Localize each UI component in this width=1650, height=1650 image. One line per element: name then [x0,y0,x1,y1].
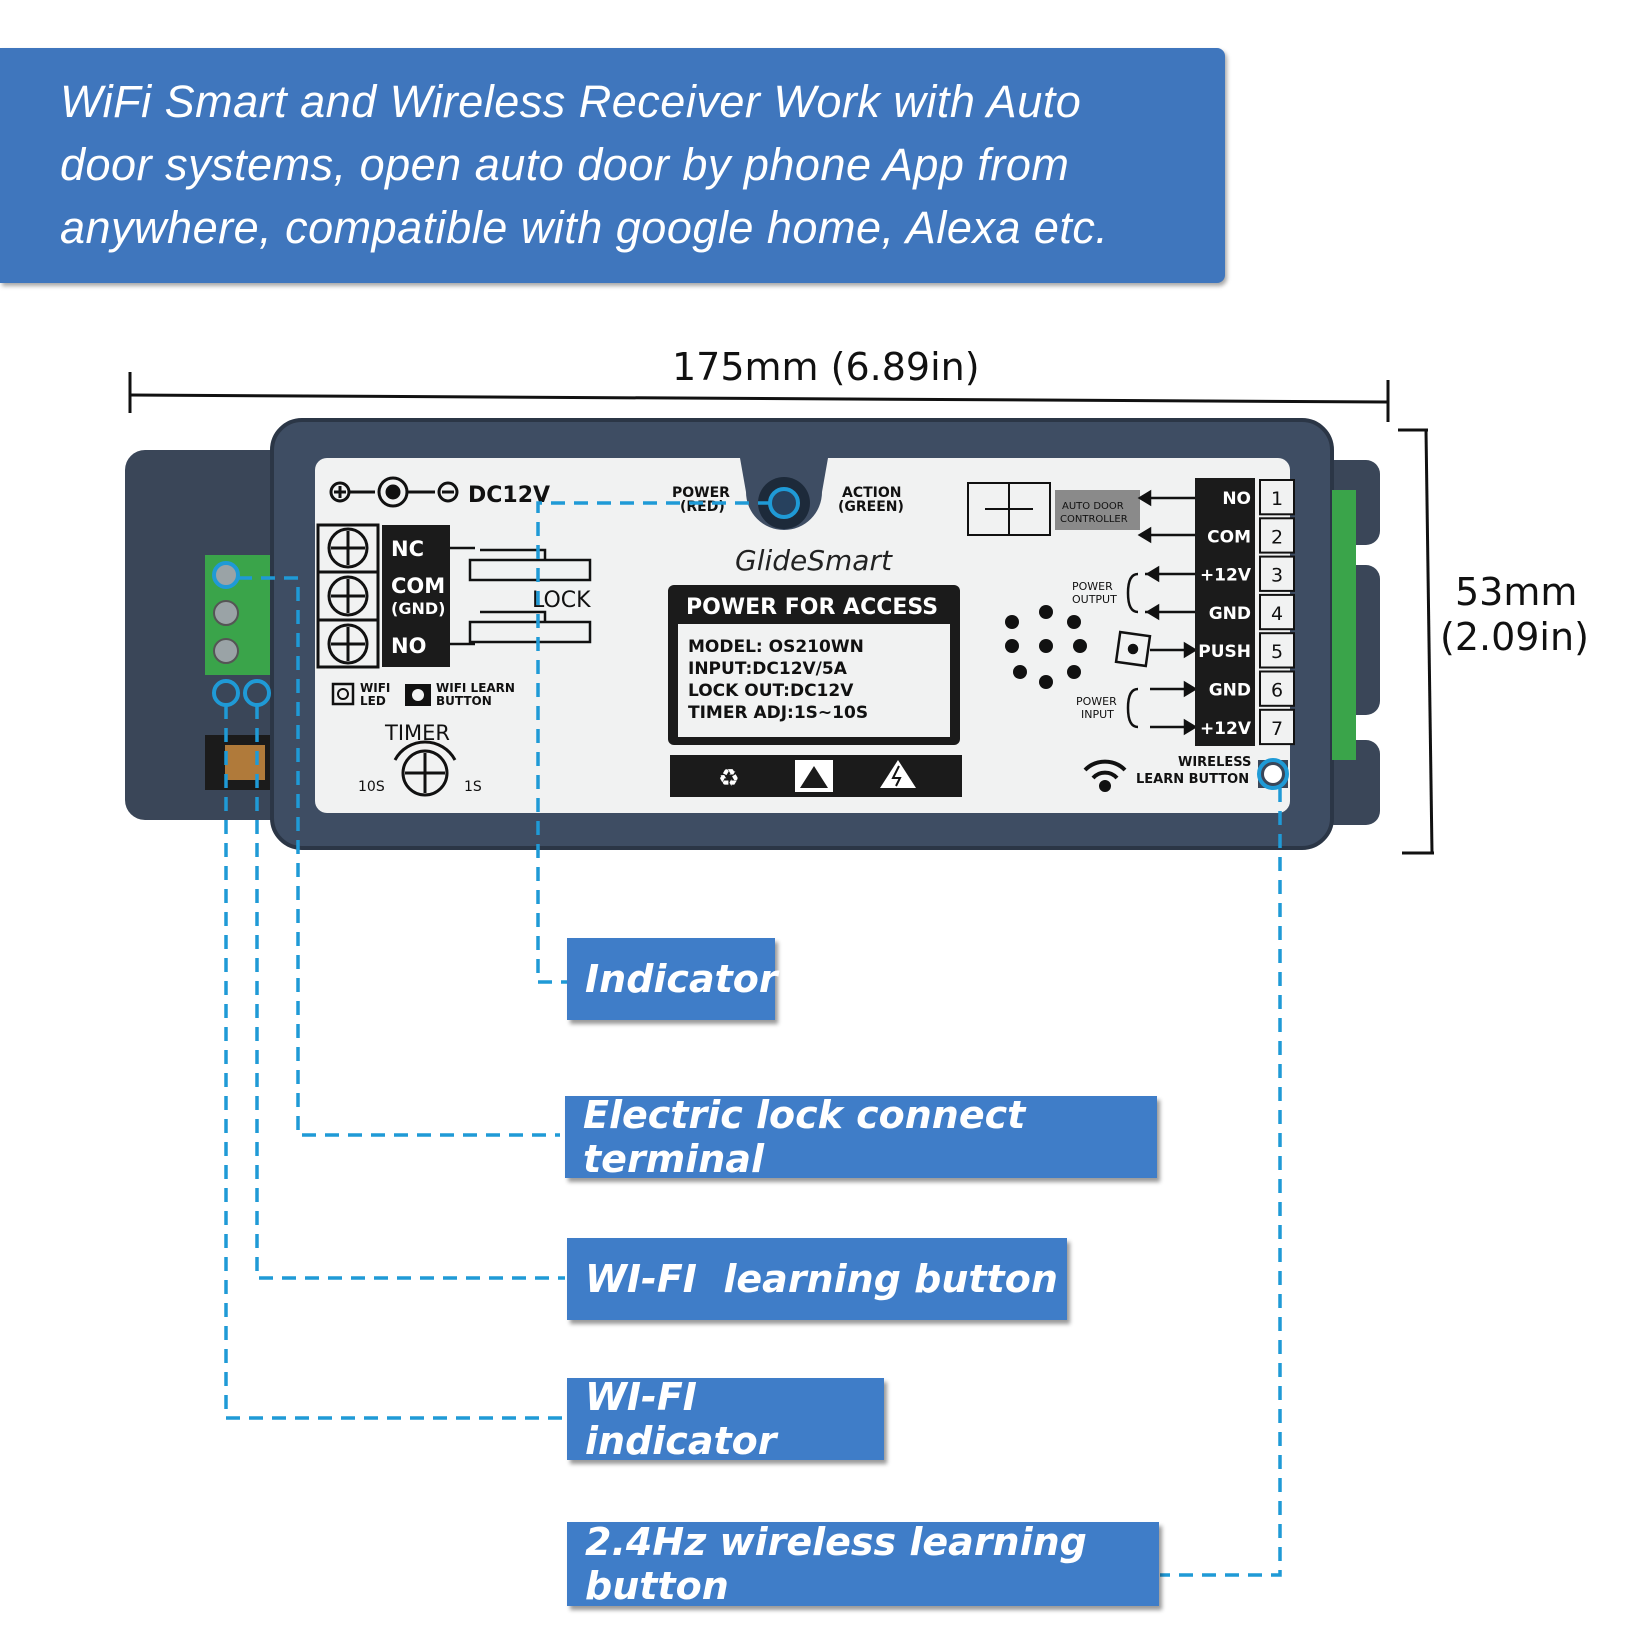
door-symbol [967,482,1051,536]
terminal-name-3: +12V [1200,566,1252,586]
terminal-number-box-3 [1259,555,1295,592]
spec-input: INPUT:DC12V/5A [688,659,848,679]
terminal-name-7: +12V [1200,719,1252,739]
spec-label-box [668,585,960,745]
wifi-learning-leader [255,705,565,1280]
lock-label: LOCK [532,588,591,613]
dc-polarity-symbol [329,476,459,508]
action-label-2: (GREEN) [838,499,904,515]
terminal-number-1: 1 [1271,488,1283,510]
high-voltage-icon [880,760,916,788]
lock-relay-terminals [316,523,450,669]
terminal-number-4: 4 [1271,603,1283,625]
banner-line-2: door systems, open auto door by phone Ap… [60,139,1070,190]
timer-left-label: 10S [358,779,385,795]
terminal-number-box-4 [1259,593,1295,631]
timer-dial-icon [393,740,457,797]
terminal-number-box-1 [1259,479,1295,516]
leader-lines [224,501,1282,1577]
wifi-led-label-1: WIFI [360,681,390,695]
terminal-wiring-arrows [1114,489,1198,736]
terminal-number-7: 7 [1271,718,1283,740]
banner-line-1: WiFi Smart and Wireless Receiver Work wi… [60,76,1082,127]
recycle-icon: ♻ [718,765,740,792]
lock-terminal-marker [212,561,240,589]
height-dimension-line [1398,428,1434,855]
lock-terminal-callout: Electric lock connect terminal [565,1093,1157,1181]
terminal-number-5: 5 [1271,641,1283,663]
terminal-name-5: PUSH [1198,642,1251,662]
spec-title: POWER FOR ACCESS [686,595,938,620]
timer-label: TIMER [384,721,450,745]
terminal-number-6: 6 [1271,680,1283,702]
power-input-label-1: POWER [1076,695,1117,708]
wifi-led-label-2: LED [360,694,386,708]
terminal-number-box-7 [1259,708,1295,746]
brand-logo: GlideSmart [735,544,893,577]
wireless-learning-callout: 2.4Hz wireless learning button [567,1520,1159,1608]
terminal-number-3: 3 [1271,565,1283,587]
power-output-label-1: POWER [1072,580,1113,593]
relay-no-label: NO [391,634,426,658]
wifi-led-symbol [331,682,355,706]
power-input-label-2: INPUT [1081,708,1114,721]
banner-line-3: anywhere, compatible with google home, A… [60,202,1109,253]
banner-text: WiFi Smart and Wireless Receiver Work wi… [60,70,1210,259]
wireless-learning-leader [1160,788,1282,1577]
certification-bar: ♻ [670,755,962,797]
width-dimension-label: 175mm (6.89in) [672,345,980,389]
terminal-name-6: GND [1209,681,1251,701]
terminal-name-1: NO [1222,489,1251,509]
wifi-learn-label-2: BUTTON [436,694,492,708]
auto-door-label-2: CONTROLLER [1060,514,1128,525]
wireless-learn-marker [1257,758,1289,790]
relay-nc-label: NC [391,537,424,561]
indicator-callout: Indicator [567,938,778,1020]
wireless-learn-label-2: LEARN BUTTON [1136,772,1249,787]
wifi-learn-label-1: WIFI LEARN [436,681,515,695]
terminal-number-box-2 [1259,517,1295,554]
auto-door-controller-box [1055,490,1140,530]
indicator-leader [536,501,772,984]
spec-model: MODEL: OS210WN [688,637,864,657]
relay-gnd-label: (GND) [391,599,445,618]
width-dimension-line [128,372,1390,422]
lock-terminal-leader [238,576,560,1137]
timer-right-label: 1S [464,779,482,795]
esd-warning-icon [800,766,828,788]
height-dimension-label-1: 53mm [1455,570,1578,614]
right-terminal-strip [1332,490,1356,760]
terminal-number-2: 2 [1271,526,1283,548]
wireless-learn-label-1: WIRELESS [1178,755,1251,770]
header-banner [0,48,1225,283]
wifi-learning-callout: WI-FI learning button [567,1238,1067,1320]
auto-door-label-1: AUTO DOOR [1062,501,1124,512]
lock-icon [450,546,592,646]
terminal-name-column [1195,478,1255,746]
power-output-label-2: OUTPUT [1072,593,1117,606]
terminal-name-4: GND [1209,604,1251,624]
wifi-learn-button-symbol [405,684,431,706]
wifi-indicator-leader [224,705,565,1420]
spec-timer-adj: TIMER ADJ:1S~10S [688,703,868,723]
power-label-1: POWER [672,485,730,501]
spec-lock-out: LOCK OUT:DC12V [688,681,854,701]
indicator-led [740,458,828,530]
terminal-number-box-5 [1259,632,1295,669]
height-dimension-label-2: (2.09in) [1440,615,1589,659]
wireless-signal-icon [1083,759,1127,792]
action-label-1: ACTION [842,485,902,501]
terminal-name-2: COM [1207,527,1251,547]
relay-com-label: COM [391,574,445,598]
left-terminal-block [205,555,270,790]
buzzer-holes [1005,605,1087,689]
terminal-number-box-6 [1259,670,1295,707]
wifi-indicator-callout: WI-FI indicator [567,1375,884,1463]
